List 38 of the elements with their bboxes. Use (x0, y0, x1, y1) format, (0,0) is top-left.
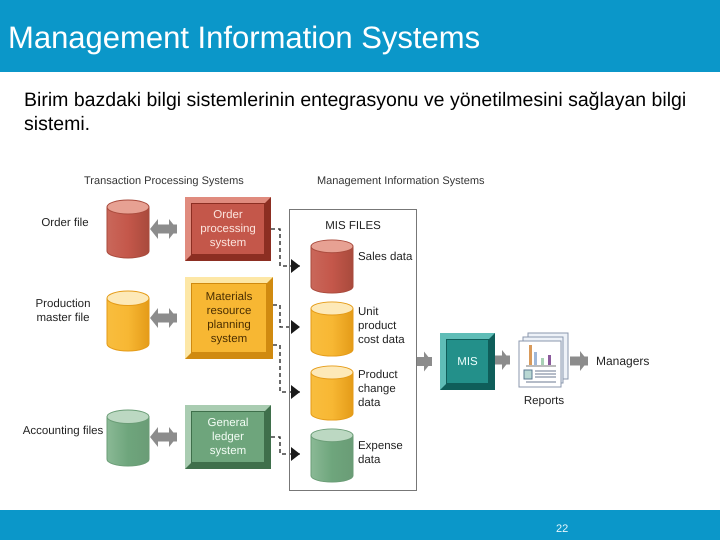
block-arrow (150, 308, 177, 328)
files-panel (289, 209, 417, 491)
block-arrow (570, 351, 588, 371)
data-label: Sales data (358, 250, 414, 264)
node-label: Managers (596, 352, 656, 370)
mis-box: MIS (440, 333, 495, 390)
process-box: Order processing system (185, 197, 271, 261)
data-label: Product change data (358, 368, 399, 410)
slide-title: Management Information Systems (8, 20, 480, 56)
data-label: Production master file (34, 297, 92, 325)
database-cylinder (310, 301, 354, 357)
dashed-arrow (271, 228, 300, 273)
database-cylinder (310, 428, 354, 483)
database-cylinder (310, 239, 354, 294)
body-text: Birim bazdaki bilgi sistemlerinin entegrasyonu ve yönetilmesini sağlayan bilgi sistemi. (24, 88, 688, 136)
dashed-arrow (273, 344, 300, 399)
block-arrow (150, 219, 177, 239)
report-pages-icon (518, 332, 570, 388)
process-box: Materials resource planning system (185, 277, 273, 359)
block-arrow (150, 427, 177, 447)
panel-heading: MIS FILES (324, 220, 382, 232)
dashed-arrow (271, 436, 300, 461)
block-arrow (495, 350, 510, 370)
database-cylinder (106, 290, 150, 352)
database-cylinder (310, 365, 354, 421)
data-label: Order file (40, 216, 90, 230)
data-label: Unit product cost data (358, 305, 406, 347)
section-heading: Transaction Processing Systems (84, 175, 244, 187)
database-cylinder (106, 199, 150, 259)
block-arrow (417, 352, 432, 372)
data-label: Reports (522, 394, 566, 408)
database-cylinder (106, 409, 150, 467)
page-number: 22 (556, 523, 568, 535)
data-label: Accounting files (22, 424, 104, 438)
data-label: Expense data (358, 439, 404, 467)
dashed-arrow (273, 304, 300, 334)
process-box: General ledger system (185, 405, 271, 469)
section-heading: Management Information Systems (317, 175, 485, 187)
